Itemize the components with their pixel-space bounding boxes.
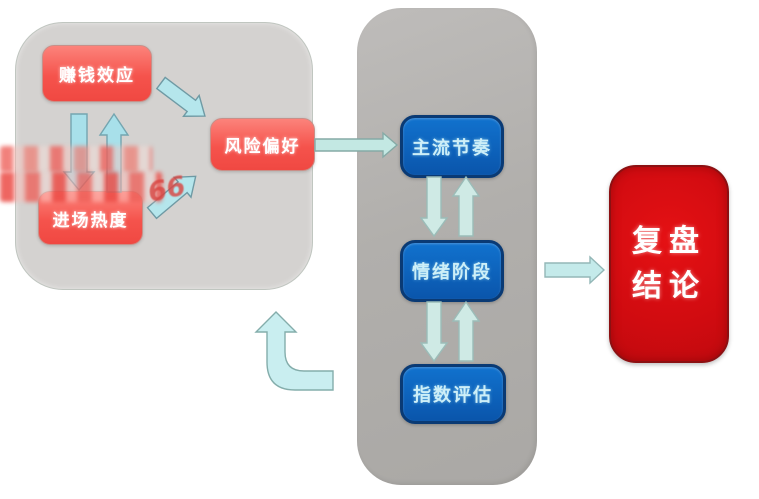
node-index-evaluation: 指数评估 [400, 364, 506, 424]
node-entry-heat-label: 进场热度 [52, 210, 129, 231]
node-review-conclusion-label: 复盘结论 [632, 224, 706, 304]
watermark-blur-line2 [0, 172, 162, 202]
arrow-emotion-to-conclusion-icon [544, 255, 606, 285]
node-earning-effect: 赚钱效应 [42, 45, 152, 102]
watermark-blur-line1 [0, 146, 152, 172]
node-risk-appetite-label: 风险偏好 [224, 137, 301, 157]
node-emotion-stage: 情绪阶段 [400, 240, 504, 302]
node-main-rhythm: 主流节奏 [400, 115, 504, 178]
node-index-evaluation-label: 指数评估 [413, 385, 493, 406]
node-earning-effect-label: 赚钱效应 [59, 66, 135, 86]
arrow-feedback-curved-icon [254, 311, 334, 391]
node-review-conclusion: 复盘结论 [609, 165, 729, 363]
node-main-rhythm-label: 主流节奏 [412, 137, 492, 159]
node-risk-appetite: 风险偏好 [210, 118, 315, 171]
node-emotion-stage-label: 情绪阶段 [412, 262, 492, 283]
